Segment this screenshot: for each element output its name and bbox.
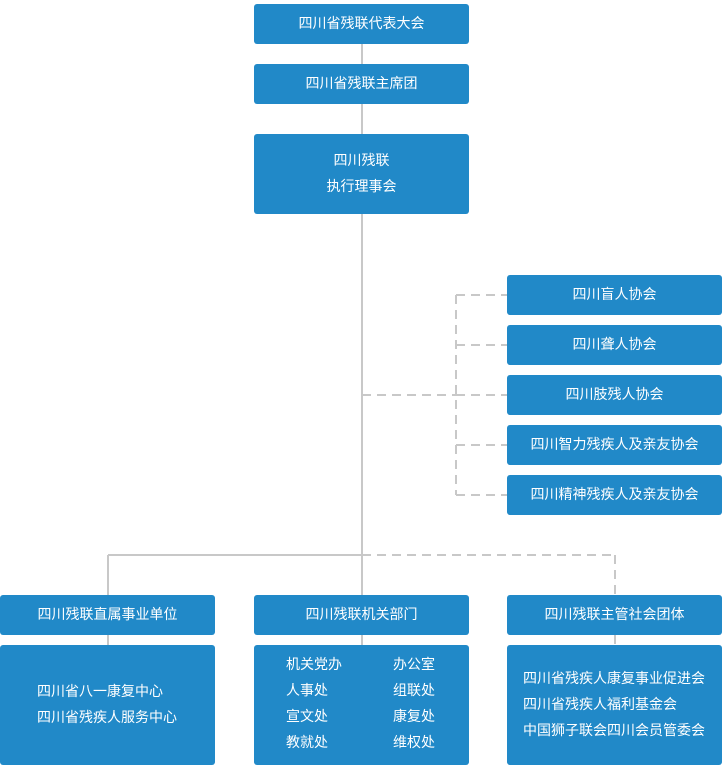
- congress-node: 四川省残联代表大会: [254, 4, 469, 44]
- direct-unit-item: 四川省八一康复中心: [37, 684, 163, 700]
- social-group-item: 中国狮子联会四川会员管委会: [523, 723, 705, 739]
- association-node-mental: 四川精神残疾人及亲友协会: [507, 475, 722, 515]
- direct-units-node: 四川残联直属事业单位: [0, 595, 215, 635]
- department-item: 教就处: [286, 735, 328, 751]
- association-label: 四川盲人协会: [572, 287, 657, 303]
- dashed-connectors: [362, 294, 616, 645]
- association-label: 四川聋人协会: [572, 337, 657, 353]
- association-label: 四川智力残疾人及亲友协会: [530, 437, 699, 453]
- presidium-node: 四川省残联主席团: [254, 64, 469, 104]
- association-node-physical: 四川肢残人协会: [507, 375, 722, 415]
- presidium-label: 四川省残联主席团: [305, 76, 418, 92]
- social-groups-label: 四川残联主管社会团体: [544, 607, 685, 623]
- association-label: 四川肢残人协会: [565, 387, 664, 403]
- solid-connectors: [107, 44, 363, 645]
- department-item: 办公室: [393, 657, 435, 673]
- association-node-blind: 四川盲人协会: [507, 275, 722, 315]
- association-node-intellectual: 四川智力残疾人及亲友协会: [507, 425, 722, 465]
- departments-label: 四川残联机关部门: [305, 607, 418, 623]
- department-item: 机关党办: [286, 657, 342, 673]
- social-groups-node: 四川残联主管社会团体: [507, 595, 722, 635]
- executive-council-node: 四川残联 执行理事会: [254, 134, 469, 214]
- association-node-deaf: 四川聋人协会: [507, 325, 722, 365]
- department-item: 组联处: [393, 683, 435, 699]
- direct-units-label: 四川残联直属事业单位: [37, 607, 178, 623]
- department-item: 宣文处: [286, 709, 328, 725]
- social-groups-detail: 四川省残疾人康复事业促进会 四川省残疾人福利基金会 中国狮子联会四川会员管委会: [507, 645, 722, 765]
- direct-unit-item: 四川省残疾人服务中心: [37, 710, 177, 726]
- department-item: 维权处: [393, 735, 435, 751]
- departments-detail: 机关党办 办公室 人事处 组联处 宣文处 康复处 教就处 维权处: [254, 645, 469, 765]
- association-label: 四川精神残疾人及亲友协会: [530, 487, 699, 503]
- direct-units-detail: 四川省八一康复中心 四川省残疾人服务中心: [0, 645, 215, 765]
- department-item: 康复处: [393, 709, 435, 725]
- council-label-line1: 四川残联: [333, 153, 390, 169]
- social-group-item: 四川省残疾人福利基金会: [523, 697, 677, 713]
- congress-label: 四川省残联代表大会: [298, 16, 425, 32]
- departments-node: 四川残联机关部门: [254, 595, 469, 635]
- department-item: 人事处: [286, 683, 328, 699]
- social-group-item: 四川省残疾人康复事业促进会: [523, 671, 705, 687]
- council-label-line2: 执行理事会: [326, 179, 397, 195]
